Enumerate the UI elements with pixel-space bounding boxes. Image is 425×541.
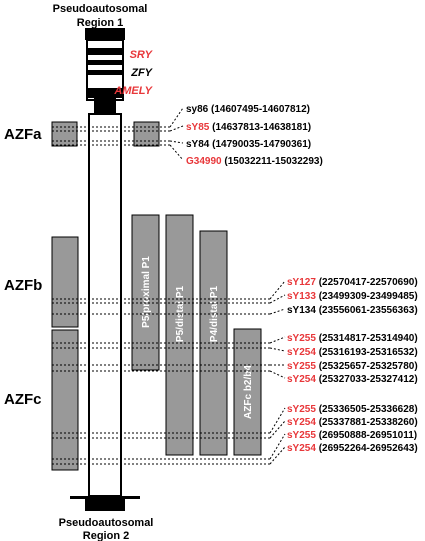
marker-lines bbox=[52, 107, 286, 465]
marker-name-10: sY254 bbox=[287, 374, 316, 385]
marker-coords-14: (26952264-26952643) bbox=[316, 443, 418, 454]
marker-coords-4: (22570417-22570690) bbox=[316, 277, 418, 288]
azfa-label: AZFa bbox=[4, 126, 42, 143]
marker-name-12: sY254 bbox=[287, 417, 316, 428]
marker-label-11: sY255 (25336505-25336628) bbox=[287, 404, 418, 415]
marker-coords-7: (25314817-25314940) bbox=[316, 333, 418, 344]
marker-connector-2 bbox=[169, 140, 184, 144]
marker-label-0: sy86 (14607495-14607812) bbox=[186, 104, 310, 115]
marker-connector-5 bbox=[269, 294, 286, 304]
marker-label-14: sY254 (26952264-26952643) bbox=[287, 443, 418, 454]
marker-name-13: sY255 bbox=[287, 430, 316, 441]
block-p5-distal-p1: P5/distal P1 bbox=[165, 214, 194, 456]
marker-coords-10: (25327033-25327412) bbox=[316, 374, 418, 385]
marker-connector-1 bbox=[169, 125, 184, 132]
marker-name-3: G34990 bbox=[186, 156, 222, 167]
marker-connector-11 bbox=[269, 407, 286, 434]
pseudo1-label-line1: Pseudoautosomal bbox=[53, 3, 148, 15]
azfc-label: AZFc bbox=[4, 391, 42, 408]
marker-label-1: sY85 (14637813-14638181) bbox=[186, 122, 311, 133]
azfc-left-box bbox=[51, 329, 79, 471]
marker-name-8: sY254 bbox=[287, 347, 316, 358]
marker-name-6: sY134 bbox=[287, 305, 316, 316]
marker-connector-8 bbox=[269, 347, 286, 352]
azfa-left-box bbox=[51, 121, 78, 147]
chromosome-body bbox=[88, 113, 122, 497]
marker-connector-10 bbox=[269, 370, 286, 379]
block-azfc-b2-b4: AZFc b2/b4 bbox=[233, 328, 262, 456]
marker-label-12: sY254 (25337881-25338260) bbox=[287, 417, 418, 428]
marker-name-2: sY84 bbox=[186, 139, 210, 150]
pseudo2-label-line2: Region 2 bbox=[83, 530, 129, 541]
marker-coords-3: (15032211-15032293) bbox=[222, 156, 323, 167]
marker-connector-6 bbox=[269, 308, 286, 315]
marker-coords-9: (25325657-25325780) bbox=[316, 361, 418, 372]
marker-name-5: sY133 bbox=[287, 291, 316, 302]
svg-text:P5/proximal P1: P5/proximal P1 bbox=[141, 256, 152, 328]
marker-connector-0 bbox=[169, 107, 184, 128]
marker-label-10: sY254 (25327033-25327412) bbox=[287, 374, 418, 385]
marker-name-14: sY254 bbox=[287, 443, 316, 454]
marker-name-7: sY255 bbox=[287, 333, 316, 344]
marker-name-1: sY85 bbox=[186, 122, 210, 133]
marker-coords-2: (14790035-14790361) bbox=[209, 139, 311, 150]
marker-name-11: sY255 bbox=[287, 404, 316, 415]
marker-label-2: sY84 (14790035-14790361) bbox=[186, 139, 311, 150]
svg-text:AZFc b2/b4: AZFc b2/b4 bbox=[243, 365, 254, 419]
marker-connector-4 bbox=[269, 280, 286, 300]
gene-sry: SRY bbox=[130, 49, 154, 61]
marker-label-6: sY134 (23556061-23556363) bbox=[287, 305, 418, 316]
marker-coords-8: (25316193-25316532) bbox=[316, 347, 418, 358]
azfb-left-box bbox=[51, 236, 79, 328]
marker-label-7: sY255 (25314817-25314940) bbox=[287, 333, 418, 344]
marker-label-13: sY255 (26950888-26951011) bbox=[287, 430, 417, 441]
chromosome-top-cap bbox=[85, 28, 125, 114]
marker-label-4: sY127 (22570417-22570690) bbox=[287, 277, 418, 288]
svg-text:P4/distal P1: P4/distal P1 bbox=[209, 285, 220, 342]
marker-coords-5: (23499309-23499485) bbox=[316, 291, 418, 302]
azfb-label: AZFb bbox=[4, 277, 42, 294]
marker-coords-6: (23556061-23556363) bbox=[316, 305, 418, 316]
marker-label-5: sY133 (23499309-23499485) bbox=[287, 291, 418, 302]
marker-name-0: sy86 bbox=[186, 104, 209, 115]
gene-zfy: ZFY bbox=[130, 67, 153, 79]
gene-amely: AMELY bbox=[113, 85, 153, 97]
marker-connector-13 bbox=[269, 433, 286, 460]
pseudo2-label-line1: Pseudoautosomal bbox=[59, 517, 154, 529]
marker-labels: sy86 (14607495-14607812) sY85 (14637813-1… bbox=[186, 104, 418, 454]
marker-label-3: G34990 (15032211-15032293) bbox=[186, 156, 323, 167]
marker-coords-0: (14607495-14607812) bbox=[208, 104, 310, 115]
marker-coords-1: (14637813-14638181) bbox=[209, 122, 311, 133]
marker-connector-7 bbox=[269, 336, 286, 344]
block-p5-proximal-p1: P5/proximal P1 bbox=[131, 214, 160, 371]
marker-name-4: sY127 bbox=[287, 277, 316, 288]
marker-label-9: sY255 (25325657-25325780) bbox=[287, 361, 418, 372]
marker-label-8: sY254 (25316193-25316532) bbox=[287, 347, 418, 358]
marker-coords-13: (26950888-26951011) bbox=[316, 430, 417, 441]
marker-coords-12: (25337881-25338260) bbox=[316, 417, 418, 428]
marker-coords-11: (25336505-25336628) bbox=[316, 404, 418, 415]
marker-name-9: sY255 bbox=[287, 361, 316, 372]
chromosome-bottom-cap bbox=[70, 496, 140, 511]
azfa-right-box bbox=[133, 121, 160, 147]
pseudo1-label-line2: Region 1 bbox=[77, 17, 123, 29]
marker-connector-3 bbox=[169, 144, 184, 161]
